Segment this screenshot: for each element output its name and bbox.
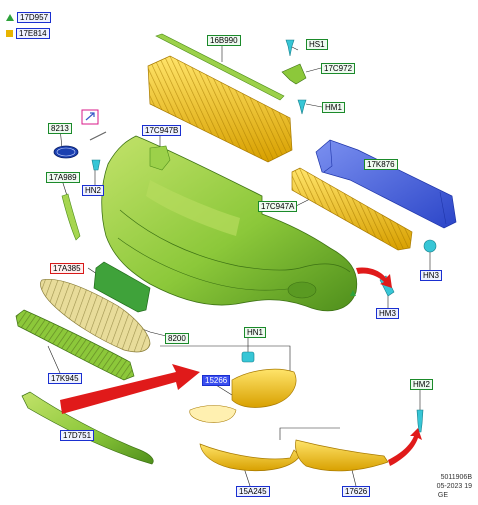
clip-hm1-icon [297,99,307,115]
clip-hs1-icon [285,39,295,57]
bracket-17C972 [281,63,307,85]
fog-bezel-15266 [189,368,297,423]
ford-emblem-8213 [53,145,79,159]
label-17A989[interactable]: 17A989 [46,172,80,183]
label-HM3[interactable]: HM3 [376,308,399,319]
label-HN1[interactable]: HN1 [244,327,267,338]
clip-hn1-icon [241,351,255,363]
legend-code-1[interactable]: 17D957 [17,11,52,23]
reinforcement-beam-17K876 [315,139,457,229]
lower-absorber-17C947A [291,167,413,251]
clip-hm2-icon [416,409,424,433]
label-HN2[interactable]: HN2 [82,185,105,196]
label-17A385[interactable]: 17A385 [50,263,84,274]
label-17C947B[interactable]: 17C947B [142,125,182,136]
label-HN3[interactable]: HN3 [420,270,443,281]
lower-trim-17626 [295,439,389,472]
label-HM2[interactable]: HM2 [410,379,433,390]
triangle-legend-icon [6,13,14,21]
label-16B990[interactable]: 16B990 [207,35,241,46]
label-17K876[interactable]: 17K876 [364,159,398,170]
clip-hn3-icon [423,239,437,253]
legend-row-2: 17E814 [6,27,50,39]
lower-grille-17K945 [15,309,135,381]
side-bracket-17A989 [61,193,81,241]
label-15A245[interactable]: 15A245 [236,486,270,497]
label-HS1[interactable]: HS1 [306,39,328,50]
label-17D751[interactable]: 17D751 [60,430,95,441]
upper-strip-16B990 [155,33,285,101]
square-legend-icon [6,29,13,37]
upper-absorber-17C947B [147,55,293,163]
reference-code: 5011906B [440,474,472,481]
triangle-marker-icon [350,290,356,296]
reference-date: 05-2023 19 [436,483,472,490]
label-15266[interactable]: 15266 [202,375,231,386]
legend-row-1: 17D957 [6,11,52,23]
emblem-pin-icon [81,109,107,141]
upper-grille-8200 [40,278,151,353]
label-HM1[interactable]: HM1 [322,102,345,113]
label-17C947A[interactable]: 17C947A [258,201,298,212]
label-17C972[interactable]: 17C972 [321,63,356,74]
label-17626[interactable]: 17626 [342,486,371,497]
reference-region: GE [437,492,448,499]
red-arrows [60,267,422,466]
label-8200[interactable]: 8200 [165,333,189,344]
lower-trim-15A245 [199,443,301,472]
legend-code-2[interactable]: 17E814 [16,27,50,39]
mounting-bracket-icon [149,145,171,171]
clip-hn2-icon [91,159,101,171]
plate-bracket-17A385 [93,261,151,313]
label-17K945[interactable]: 17K945 [48,373,82,384]
bumper-cover [101,135,358,312]
label-8213[interactable]: 8213 [48,123,72,134]
